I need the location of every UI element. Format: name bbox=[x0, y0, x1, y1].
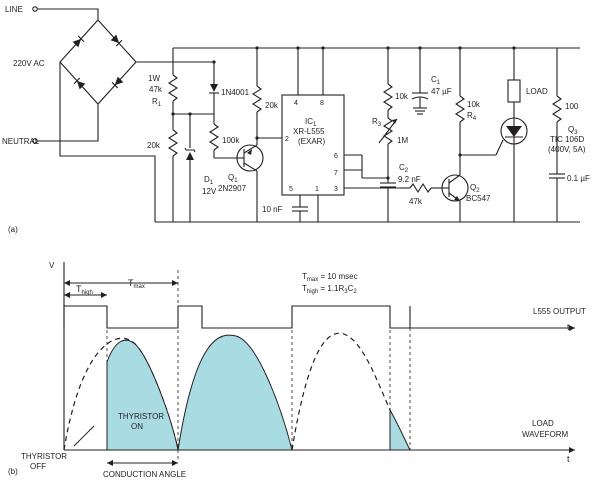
line-terminal bbox=[32, 6, 38, 12]
snubber-network bbox=[514, 47, 565, 222]
r-100-label: 100 bbox=[565, 102, 579, 111]
c2-value: 9.2 nF bbox=[398, 175, 421, 184]
neutral-label: NEUTRAL bbox=[2, 137, 40, 146]
r3-pot-label: 1M bbox=[397, 136, 408, 145]
q1-part: 2N2907 bbox=[218, 184, 247, 193]
conduction-angle-label: CONDUCTION ANGLE bbox=[103, 470, 186, 479]
r-20k-left-label: 20k bbox=[147, 141, 161, 150]
transistor-q1 bbox=[236, 138, 264, 222]
waveforms-part-b: V Thigh Tmax Tmax = 10 msec Thigh = 1.1R… bbox=[8, 261, 586, 479]
ic-maker: (EXAR) bbox=[298, 137, 325, 146]
r-100k-label: 100k bbox=[222, 136, 240, 145]
load-label: LOAD bbox=[526, 87, 548, 96]
c2-name: C2 bbox=[399, 163, 409, 174]
ic1-xr-l555 bbox=[281, 46, 345, 222]
q3-rating: (400V, 5A) bbox=[548, 145, 586, 154]
zener-voltage: 12V bbox=[202, 187, 217, 196]
t-max-label: Tmax bbox=[128, 278, 145, 290]
c-01-label: 0.1 µF bbox=[567, 174, 590, 183]
ic-pin-8: 8 bbox=[320, 100, 324, 107]
line-wire bbox=[37, 8, 99, 20]
resistor-20k-left bbox=[167, 114, 179, 222]
resistor-20k-top bbox=[251, 46, 282, 140]
v-axis-label: V bbox=[49, 261, 55, 270]
conduction-region-3 bbox=[389, 408, 411, 451]
r1-name: R1 bbox=[152, 97, 162, 108]
equation-tmax: Tmax = 10 msec bbox=[302, 272, 358, 283]
line-label: LINE bbox=[5, 5, 23, 14]
thyristor-on-label-1: THYRISTOR bbox=[118, 412, 164, 421]
zener-name: D1 bbox=[204, 175, 214, 186]
r-20k-top-label: 20k bbox=[265, 101, 279, 110]
resistor-r4 bbox=[454, 46, 504, 157]
load-waveform-label-2: WAVEFORM bbox=[522, 430, 569, 439]
cap-10nf-label: 10 nF bbox=[262, 205, 283, 214]
conduction-region-1 bbox=[106, 339, 179, 451]
resistor-47k-base bbox=[400, 182, 440, 194]
load-waveform-label-1: LOAD bbox=[532, 419, 554, 428]
ic-pin-5: 5 bbox=[289, 186, 293, 193]
thyristor-off-label-1: THYRISTOR bbox=[21, 452, 67, 461]
capacitor-c1 bbox=[411, 46, 429, 115]
ic-part: XR-L555 bbox=[293, 127, 325, 136]
transistor-q2 bbox=[440, 155, 469, 222]
ic-name: IC1 bbox=[305, 117, 317, 128]
thyristor-off-pointer bbox=[73, 425, 95, 447]
part-b-label: (b) bbox=[8, 467, 18, 476]
t-bottom-label: t bbox=[567, 454, 570, 464]
r1-watt: 1W bbox=[148, 74, 160, 83]
c1-value: 47 µF bbox=[431, 87, 452, 96]
thyristor-on-label-2: ON bbox=[131, 422, 143, 431]
c1-name: C1 bbox=[431, 75, 441, 86]
q2-name: Q2 bbox=[470, 183, 480, 194]
load-block bbox=[507, 46, 521, 118]
r3-top-label: 10k bbox=[395, 92, 409, 101]
envelope-3 bbox=[291, 332, 411, 451]
thyristor-off-label-2: OFF bbox=[30, 462, 46, 471]
bridge-rectifier bbox=[59, 19, 137, 105]
equation-thigh: Thigh = 1.1R3C2 bbox=[302, 284, 357, 295]
q1-name: Q1 bbox=[228, 173, 238, 184]
t-top-label: t bbox=[567, 322, 570, 332]
ic-pin-4: 4 bbox=[294, 100, 298, 107]
thyristor-q3 bbox=[500, 117, 528, 222]
resistor-r3 bbox=[378, 46, 398, 180]
zener-diode-d1 bbox=[184, 114, 196, 222]
l555-output-waveform bbox=[63, 305, 575, 329]
resistor-r1 bbox=[167, 62, 179, 116]
capacitor-10nf bbox=[292, 206, 308, 222]
ic-pin-2: 2 bbox=[285, 136, 289, 143]
r4-name: R4 bbox=[467, 111, 477, 122]
schematic-part-a: LINE NEUTRAL 220V AC bbox=[2, 5, 590, 234]
capacitor-c2 bbox=[380, 178, 396, 222]
r3-name: R3 bbox=[372, 117, 382, 128]
neutral-wire bbox=[37, 110, 99, 142]
l555-output-label: L555 OUTPUT bbox=[533, 307, 586, 316]
conduction-region-2 bbox=[177, 334, 293, 451]
q3-part: TIC 106D bbox=[550, 135, 584, 144]
q3-name: Q3 bbox=[568, 125, 578, 136]
ic-pin-1: 1 bbox=[315, 186, 319, 193]
t-high-label: Thigh bbox=[76, 284, 93, 296]
r4-value: 10k bbox=[467, 100, 481, 109]
resistor-100k bbox=[208, 114, 236, 159]
r1-value: 47k bbox=[149, 85, 163, 94]
diode-label: 1N4001 bbox=[221, 88, 250, 97]
diode-1n4001 bbox=[173, 61, 219, 114]
ic-pin-6: 6 bbox=[334, 153, 338, 160]
ic-pin-7: 7 bbox=[334, 170, 338, 177]
part-a-label: (a) bbox=[8, 225, 18, 234]
r-47k-label: 47k bbox=[409, 197, 423, 206]
ic-pin-3: 3 bbox=[334, 186, 338, 193]
q2-part: BC547 bbox=[466, 194, 491, 203]
ac-voltage-label: 220V AC bbox=[13, 59, 45, 68]
